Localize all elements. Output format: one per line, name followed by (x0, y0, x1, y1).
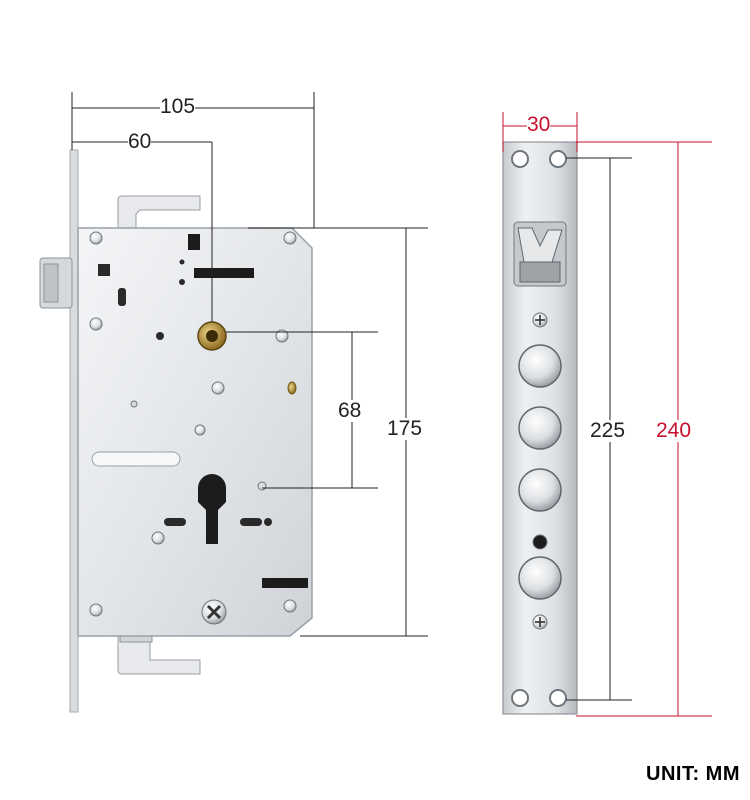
dimension-68-label: 68 (338, 399, 362, 422)
cylinder-keyhole (198, 474, 226, 544)
body-screws (89, 231, 297, 617)
latch-bolt (39, 257, 73, 309)
dimension-30-label: 30 (527, 113, 551, 136)
brass-pin (287, 381, 297, 395)
bottom-tab (117, 633, 201, 675)
dimension-225-label: 225 (590, 419, 626, 442)
faceplate-trigger (532, 534, 548, 550)
faceplate-screw-slots (535, 315, 545, 627)
dimension-240-label: 240 (656, 419, 692, 442)
dimension-60-label: 60 (128, 130, 152, 153)
lock-body (39, 149, 313, 713)
body-faceplate-strip (69, 149, 79, 713)
bottom-follower (201, 599, 227, 625)
faceplate-deadbolts (518, 344, 562, 600)
spindle-hub (197, 321, 227, 351)
body-slots (91, 234, 308, 588)
faceplate-latch (513, 221, 567, 287)
faceplate-mounting-holes (511, 150, 567, 707)
dimension-175-label: 175 (387, 417, 423, 440)
top-tab (117, 195, 201, 229)
keyhole-reference-dot (257, 481, 267, 491)
faceplate (502, 141, 578, 715)
unit-label: UNIT: MM (646, 763, 740, 785)
dimension-105-label: 105 (160, 95, 196, 118)
